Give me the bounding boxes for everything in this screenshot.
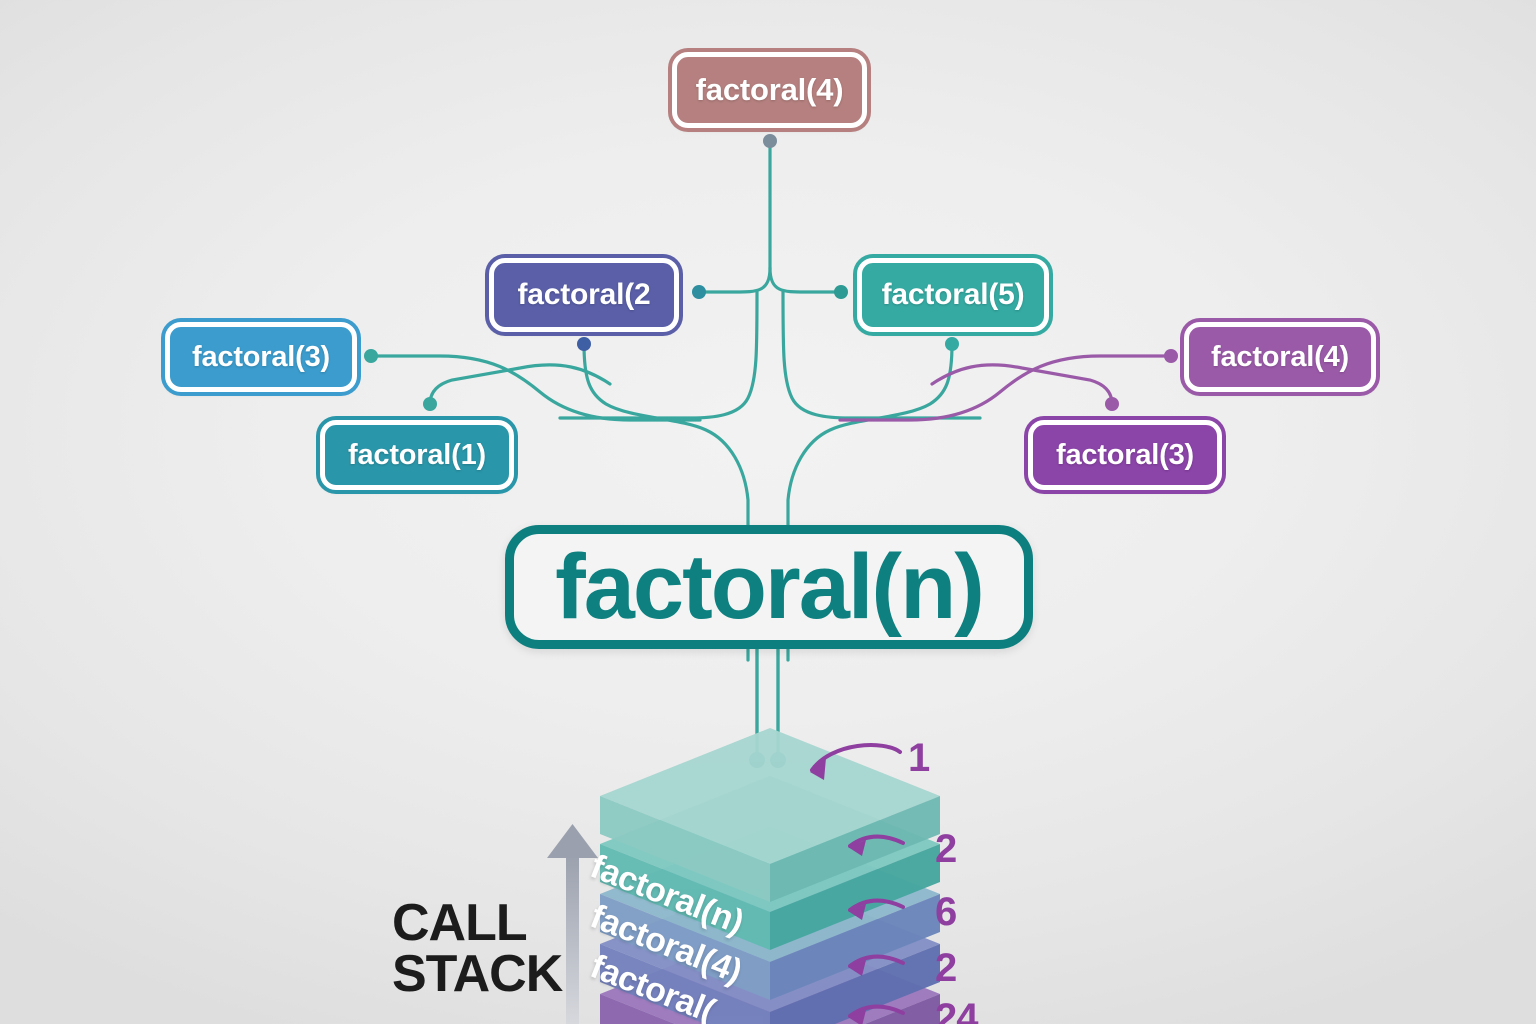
call-stack-title-line2: STACK	[392, 944, 563, 1003]
call-stack-layers	[600, 728, 940, 1024]
call-stack-title-line1: CALL	[392, 894, 528, 952]
dot-low-right	[1105, 397, 1119, 411]
annotation-value-5: 24	[935, 996, 978, 1024]
node-factoral-4-top[interactable]: factoral(4)	[672, 52, 867, 128]
annotation-value-2: 2	[935, 827, 957, 871]
dot-top-node	[763, 134, 777, 148]
node-factoral-5[interactable]: factoral(5)	[857, 258, 1049, 332]
dot-far-left	[364, 349, 378, 363]
node-factoral-3-left[interactable]: factoral(3)	[165, 322, 357, 392]
node-factoral-4-right[interactable]: factoral(4)	[1184, 322, 1376, 392]
edge-low-right-run	[930, 363, 1114, 406]
node-label: factoral(3)	[1056, 438, 1194, 471]
call-stack-direction-arrow	[547, 824, 598, 1024]
call-stack-graphic: factoral(n) factoral(4) factoral(	[560, 726, 980, 1024]
dot-left-mid-right	[692, 285, 706, 299]
node-label: factoral(4)	[695, 72, 844, 107]
dot-low-left	[423, 397, 437, 411]
call-stack-title: CALL STACK	[392, 897, 563, 1003]
annot-arrowhead-5	[848, 1010, 866, 1024]
annot-arrowhead-4	[848, 960, 866, 976]
node-factoral-3-right[interactable]: factoral(3)	[1028, 420, 1222, 490]
dot-right-mid-bottom	[945, 337, 959, 351]
node-label: factoral(5)	[881, 278, 1025, 311]
annotation-value-4: 2	[935, 946, 957, 990]
edge-low-left-run	[428, 363, 612, 406]
node-label: factoral(4)	[1211, 340, 1349, 373]
annot-arrowhead-3	[848, 904, 866, 920]
annot-arrow-3	[848, 898, 905, 912]
edge-top-to-right-mid	[768, 266, 842, 294]
annot-arrow-1	[810, 743, 902, 772]
annotation-value-1: 1	[908, 736, 930, 780]
edge-far-left-run	[368, 354, 702, 422]
call-stack-annotation-arrows	[810, 743, 905, 1024]
node-label: factoral(3)	[192, 340, 330, 373]
dot-far-right	[1164, 349, 1178, 363]
node-factoral-1[interactable]: factoral(1)	[320, 420, 514, 490]
annot-arrowhead-1	[810, 758, 826, 780]
annot-arrow-2	[848, 834, 905, 848]
annotation-value-3: 6	[935, 890, 957, 934]
node-label: factoral(2	[517, 278, 651, 311]
edge-top-to-left-mid	[698, 266, 772, 294]
dot-left-mid-bottom	[577, 337, 591, 351]
dot-right-mid-left	[834, 285, 848, 299]
node-label: factoral(1)	[348, 438, 486, 471]
center-node-factoral-n[interactable]: factoral(n)	[505, 525, 1033, 649]
annot-arrow-4	[848, 954, 905, 968]
annot-arrowhead-2	[848, 840, 866, 856]
center-node-label: factoral(n)	[555, 535, 985, 638]
annot-arrow-5	[848, 1004, 905, 1018]
edge-far-right-run	[838, 354, 1172, 422]
node-factoral-2[interactable]: factoral(2	[489, 258, 679, 332]
